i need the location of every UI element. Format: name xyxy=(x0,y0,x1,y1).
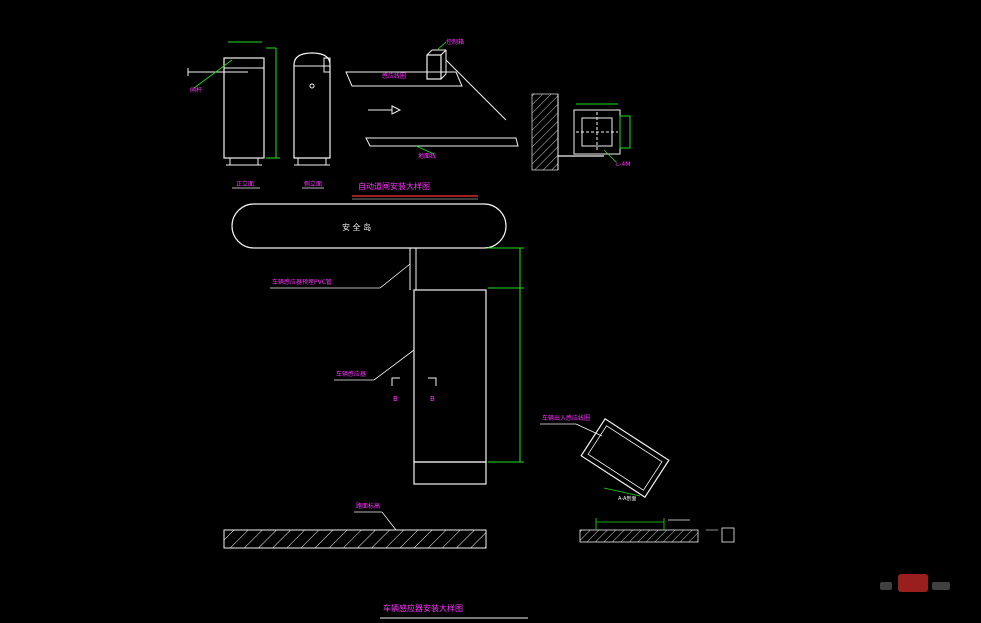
detector-assembly: 车辆感应器预埋PVC管 车辆感应器 B B xyxy=(270,247,524,485)
section-title: 自动道闸安装大样图 xyxy=(358,181,430,191)
section-mark-left: B xyxy=(393,395,398,403)
loop-pit-detail: 车辆出入感应线圈 A-A剖面 xyxy=(540,414,670,502)
wall-anchor-detail: L-4M xyxy=(531,93,631,171)
watermark-logo xyxy=(880,574,950,592)
ground-label: 路面标高 xyxy=(356,502,380,510)
small-section-detail xyxy=(579,518,735,543)
boom-arm-label: 闸杆 xyxy=(190,86,202,94)
barrier-front-view: 闸杆 正立面 xyxy=(187,41,280,189)
section-mark-right: B xyxy=(430,395,435,403)
safety-island xyxy=(231,203,507,249)
barrier-side-view: 侧立面 xyxy=(293,52,331,189)
conduit-label: 车辆感应器预埋PVC管 xyxy=(272,278,332,286)
motor-box-label: 控制箱 xyxy=(446,38,464,46)
detector-body-label: 车辆感应器 xyxy=(336,370,366,378)
barrier-front-caption: 正立面 xyxy=(236,180,254,188)
pit-label: 车辆出入感应线圈 xyxy=(542,414,590,422)
bottom-title: 车辆感应器安装大样图 xyxy=(383,603,463,613)
anchor-bolt-label: L-4M xyxy=(616,161,630,168)
barrier-side-caption: 侧立面 xyxy=(304,180,322,188)
rail-label: 地面线 xyxy=(418,152,436,160)
loop-perspective: 感应线圈 控制箱 地面线 xyxy=(345,38,519,160)
small-detail-label: A-A剖面 xyxy=(618,495,636,502)
loop-label: 感应线圈 xyxy=(382,72,406,80)
safety-island-text: 安 全 岛 xyxy=(342,222,371,232)
ground-slab: 路面标高 xyxy=(223,502,487,549)
